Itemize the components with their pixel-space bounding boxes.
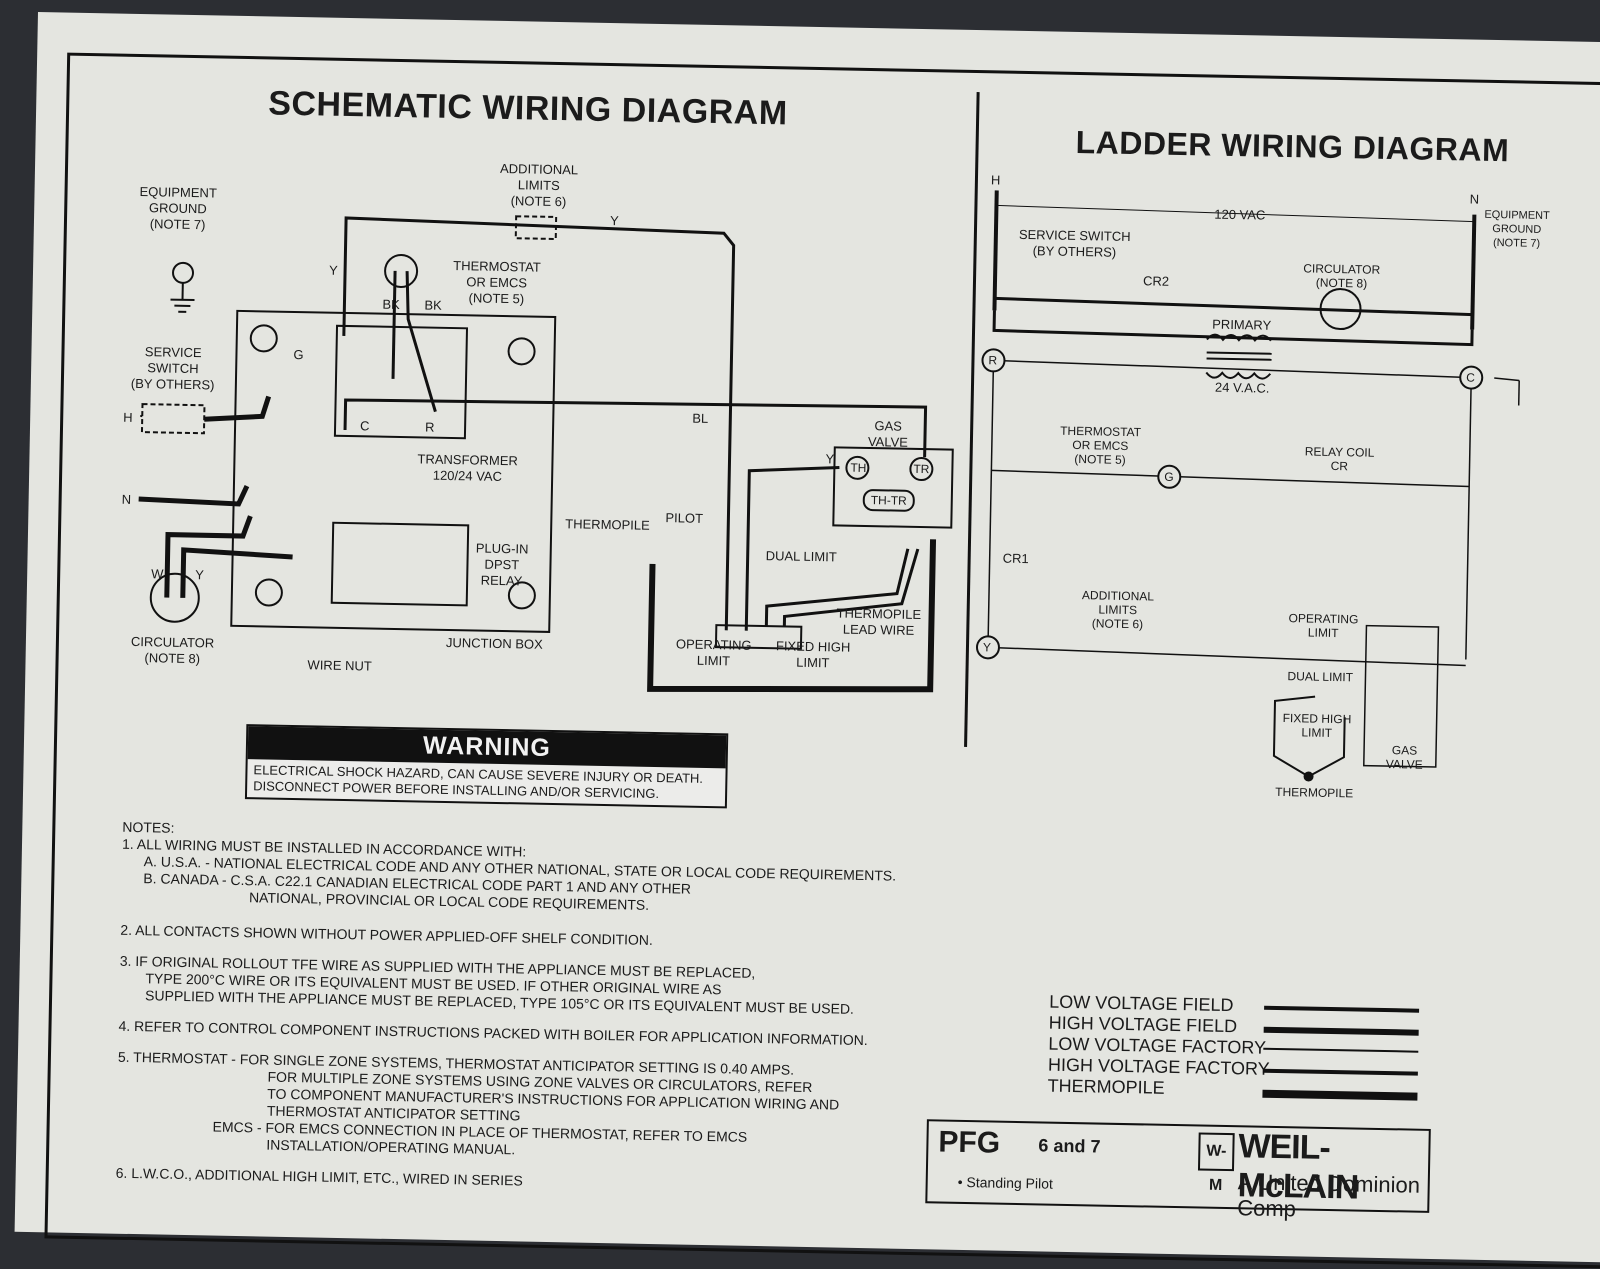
vac-label: 120 VAC xyxy=(1214,207,1265,224)
circulator-label: CIRCULATOR(NOTE 8) xyxy=(130,634,214,668)
ladder-h-label: H xyxy=(991,172,1001,188)
dual-limit-label: DUAL LIMIT xyxy=(766,548,837,565)
y-label: Y xyxy=(195,567,204,583)
warning-body: ELECTRICAL SHOCK HAZARD, CAN CAUSE SEVER… xyxy=(247,759,726,806)
bk-label-2: BK xyxy=(424,297,442,313)
c-label: C xyxy=(360,418,370,434)
y-valve-label: Y xyxy=(825,451,834,467)
relay xyxy=(332,523,469,606)
transformer xyxy=(335,326,467,438)
ladder-circulator-label: CIRCULATOR(NOTE 8) xyxy=(1303,261,1380,290)
weil-mclain-logo: W-M xyxy=(1198,1132,1235,1171)
w-label: W xyxy=(151,566,164,582)
y-node-label: Y xyxy=(983,639,991,655)
bk-label: BK xyxy=(382,297,400,313)
note-line: 4. REFER TO CONTROL COMPONENT INSTRUCTIO… xyxy=(118,1018,871,1049)
cr1-label: CR1 xyxy=(1003,551,1029,567)
brand-sub: A United Dominion Comp xyxy=(1237,1169,1428,1225)
model-sub: • Standing Pilot xyxy=(958,1174,1053,1192)
screw xyxy=(256,579,282,605)
ladder-thermopile-label: THERMOPILE xyxy=(1275,784,1353,801)
g-label: G xyxy=(293,347,303,363)
h-label: H xyxy=(123,410,133,426)
wiring-diagram-sheet: SCHEMATIC WIRING DIAGRAM LADDER WIRING D… xyxy=(15,12,1600,1262)
bl-label: BL xyxy=(692,411,708,427)
title-block: PFG 6 and 7 • Standing Pilot W-M WEIL-Mc… xyxy=(925,1119,1431,1213)
thermopile-label: THERMOPILE xyxy=(565,516,650,534)
ladder-dual-limit-label: DUAL LIMIT xyxy=(1287,668,1353,685)
warning-box: WARNING ELECTRICAL SHOCK HAZARD, CAN CAU… xyxy=(245,724,728,808)
wire-nut-label: WIRE NUT xyxy=(307,657,372,674)
th-terminal-label: TH xyxy=(850,460,866,476)
ladder-n-label: N xyxy=(1470,192,1480,208)
legend-row: THERMOPILE xyxy=(1047,1076,1269,1101)
junction-box-label: JUNCTION BOX xyxy=(446,635,543,653)
y-wire-label: Y xyxy=(329,263,338,279)
r-node-label: R xyxy=(988,352,997,368)
screw xyxy=(508,338,534,364)
vac24-label: 24 V.A.C. xyxy=(1215,380,1270,397)
screw xyxy=(251,325,277,351)
tr-terminal-label: TR xyxy=(913,461,929,477)
r-label: R xyxy=(425,420,435,436)
thermostat-symbol xyxy=(385,255,418,288)
c-node-label: C xyxy=(1466,369,1475,385)
primary-label: PRIMARY xyxy=(1212,317,1271,334)
model-sizes: 6 and 7 xyxy=(1038,1135,1100,1157)
cr2-label: CR2 xyxy=(1143,273,1169,289)
note-line: 2. ALL CONTACTS SHOWN WITHOUT POWER APPL… xyxy=(120,922,873,953)
g-node-label: G xyxy=(1164,469,1174,485)
y-wire-label-top: Y xyxy=(610,213,619,229)
wire-legend: LOW VOLTAGE FIELD HIGH VOLTAGE FIELD LOW… xyxy=(1047,992,1271,1101)
ladder-service-switch-label: SERVICE SWITCH(BY OTHERS) xyxy=(1018,227,1130,261)
n-label: N xyxy=(121,492,131,508)
notes-block: NOTES: 1. ALL WIRING MUST BE INSTALLED I… xyxy=(116,819,875,1196)
pilot-label: PILOT xyxy=(665,510,703,527)
th-tr-label: TH-TR xyxy=(871,492,907,509)
model-label: PFG xyxy=(938,1125,1000,1160)
